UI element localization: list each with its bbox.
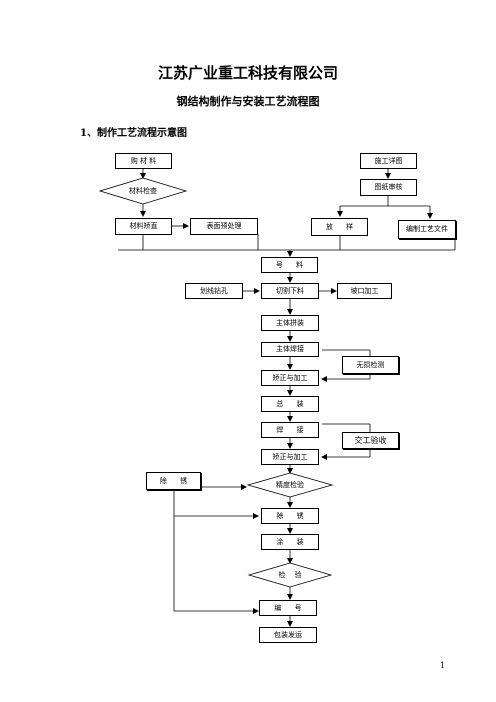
material-inspection-label: 材料检查: [129, 187, 157, 195]
welding-box: 焊 接: [261, 422, 319, 438]
company-title: 江苏广业重工科技有限公司: [157, 64, 338, 82]
marking-box: 号 料: [261, 257, 318, 273]
numbering-box: 编 号: [259, 600, 317, 616]
surface-pretreatment-box: 表面预处理: [190, 218, 258, 235]
page-number: 1: [440, 661, 446, 670]
main-assembly-box: 主体拼装: [261, 315, 319, 331]
inspection-label: 检 验: [278, 571, 302, 579]
document-title: 钢结构制作与安装工艺流程图: [176, 95, 320, 108]
straighten-process-box-1: 矫正与加工: [261, 370, 319, 386]
handover-acceptance-box: 交工验收: [342, 432, 399, 449]
material-straightening-box: 材料矫直: [115, 218, 172, 235]
cutting-box: 切割下料: [261, 283, 319, 299]
drawing-review-box: 图纸审核: [360, 179, 417, 196]
precision-inspection-label: 精度检验: [276, 481, 304, 489]
lofting-box: 放 样: [311, 218, 368, 236]
main-welding-box: 主体焊接: [261, 342, 319, 357]
final-assembly-box: 总 装: [261, 396, 319, 412]
rust-removal-box: 除 锈: [261, 508, 319, 524]
rust-removal-side-box: 除 锈: [146, 472, 201, 490]
painting-box: 涂 装: [261, 534, 319, 550]
scribing-drilling-box: 划线钻孔: [185, 283, 243, 299]
process-document-box: 编制工艺文件: [398, 220, 456, 239]
section-heading: 1、制作工艺流程示意图: [80, 128, 187, 139]
packing-shipping-box: 包装发运: [259, 627, 317, 643]
groove-processing-box: 坡口加工: [337, 283, 392, 299]
construction-drawing-box: 施工详图: [360, 153, 417, 169]
ndt-box: 无损检测: [342, 356, 399, 374]
straighten-process-box-2: 矫正与加工: [261, 449, 319, 465]
materials-purchase-box: 购 材 料: [115, 153, 172, 169]
